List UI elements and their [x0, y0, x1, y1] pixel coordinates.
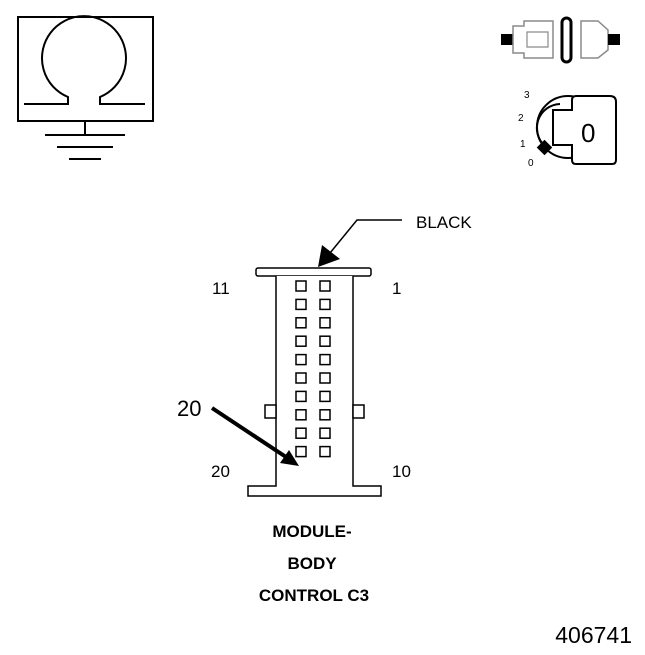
ignition-key-icon: 3 2 1 0 0: [518, 90, 617, 169]
pin-label-11: 11: [212, 279, 230, 298]
wire-color-label: BLACK: [416, 213, 472, 232]
pin-cavity: [319, 353, 331, 366]
pin-cavity: [319, 317, 331, 329]
pin-cavity: [295, 317, 307, 329]
pin-cavity: [295, 353, 307, 366]
pin-cavity: [295, 280, 307, 292]
pin-cavity: [319, 298, 331, 311]
ignition-position-1: 1: [520, 139, 526, 150]
connector-name: MODULE- BODY CONTROL C3: [259, 522, 369, 605]
pin-label-20: 20: [211, 462, 230, 481]
ohm-symbol-icon: [24, 15, 145, 105]
figure-id: 406741: [555, 622, 632, 648]
pin-cavity: [295, 298, 307, 311]
connector-face: [247, 267, 382, 497]
connector-name-line-2: BODY: [287, 554, 337, 573]
pin-label-1: 1: [392, 279, 401, 298]
wire-color-callout: BLACK: [318, 213, 472, 267]
pin-cavity: [319, 390, 331, 403]
ignition-position-3: 3: [524, 90, 530, 101]
pin-cavity: [295, 445, 307, 458]
ignition-key-label: 0: [581, 118, 595, 148]
connector-name-line-3: CONTROL C3: [259, 586, 369, 605]
pin-cavity: [295, 427, 307, 439]
pin-cavity: [319, 335, 331, 347]
pin-cavity: [295, 390, 307, 403]
ignition-position-0: 0: [528, 158, 534, 169]
ignition-position-2: 2: [518, 113, 524, 124]
pin-cavity: [319, 427, 331, 439]
connector-disconnect-icon: [501, 16, 620, 64]
ohmmeter-ground-icon: [17, 15, 154, 160]
pin-cavity: [319, 409, 331, 421]
ground-icon: [45, 121, 125, 160]
pin-cavity: [295, 409, 307, 421]
pin-cavity: [319, 445, 331, 458]
pin-cavity: [295, 372, 307, 384]
connector-name-line-1: MODULE-: [272, 522, 351, 541]
pin-callout-label: 20: [177, 396, 201, 421]
pin-cavity: [295, 335, 307, 347]
pin-label-10: 10: [392, 462, 411, 481]
ohmmeter-frame: [17, 16, 154, 122]
pin-cavity: [319, 372, 331, 384]
pin-callout: 20: [177, 396, 299, 466]
pin-cavity-grid: [295, 280, 331, 458]
pin-cavity: [319, 280, 331, 292]
